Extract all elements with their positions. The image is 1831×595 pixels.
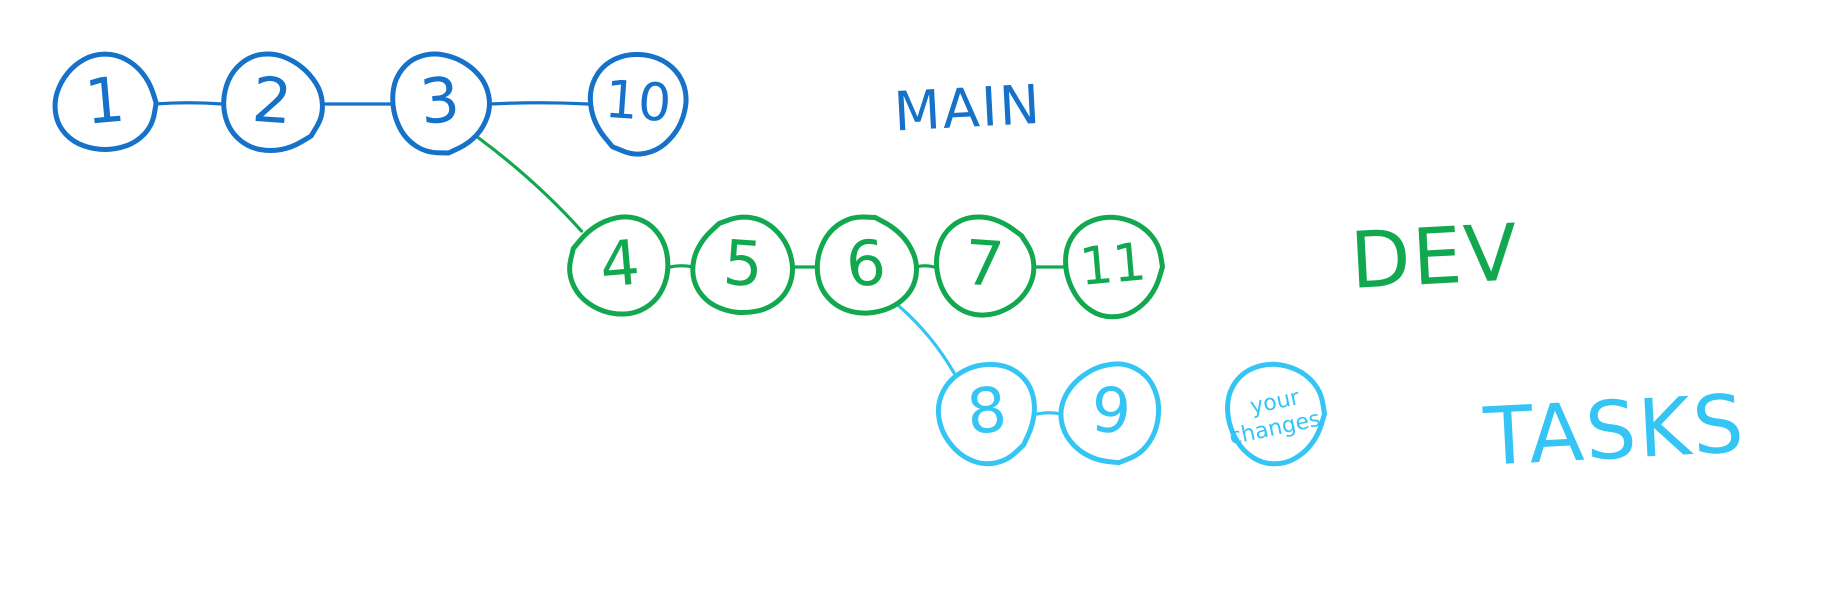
commit-label: 8 bbox=[964, 373, 1010, 449]
branch-labels: MAIN DEV TASKS bbox=[892, 73, 1747, 484]
commit-label: 3 bbox=[417, 63, 463, 139]
commit-label: 9 bbox=[1089, 373, 1133, 449]
branch-label-tasks: TASKS bbox=[1481, 377, 1748, 484]
commit-node-9: 9 bbox=[1058, 361, 1162, 466]
commit-node-11: 11 bbox=[1063, 214, 1165, 320]
commit-label: 4 bbox=[597, 226, 643, 302]
commit-label: 6 bbox=[843, 226, 889, 302]
commit-node-2: 2 bbox=[221, 51, 325, 153]
commit-node-8: 8 bbox=[935, 361, 1037, 467]
commit-node-5: 5 bbox=[690, 214, 795, 316]
connector-main-1-2 bbox=[153, 101, 224, 106]
branch-label-dev: DEV bbox=[1348, 208, 1521, 307]
commit-node-1: 1 bbox=[52, 51, 159, 152]
commit-label: 2 bbox=[250, 63, 294, 139]
connector-main-3-10 bbox=[488, 101, 590, 106]
connector-dev-4-5 bbox=[668, 264, 695, 269]
branch-connector-dev-to-tasks bbox=[897, 304, 956, 375]
commit-label: 7 bbox=[962, 226, 1006, 302]
commit-node-10: 10 bbox=[587, 51, 689, 157]
connector-tasks-8-9 bbox=[1035, 411, 1063, 416]
commit-label: 11 bbox=[1077, 232, 1148, 298]
branch-connector-main-to-dev bbox=[476, 136, 584, 233]
commit-node-7: 7 bbox=[933, 214, 1037, 318]
commit-node-6: 6 bbox=[814, 214, 919, 316]
commit-label: 5 bbox=[721, 226, 765, 302]
commit-label: 1 bbox=[82, 63, 128, 139]
commit-node-3: 3 bbox=[390, 51, 492, 156]
commit-node-4: 4 bbox=[567, 214, 671, 317]
branch-label-main: MAIN bbox=[892, 73, 1043, 144]
commit-label: 10 bbox=[603, 70, 673, 134]
